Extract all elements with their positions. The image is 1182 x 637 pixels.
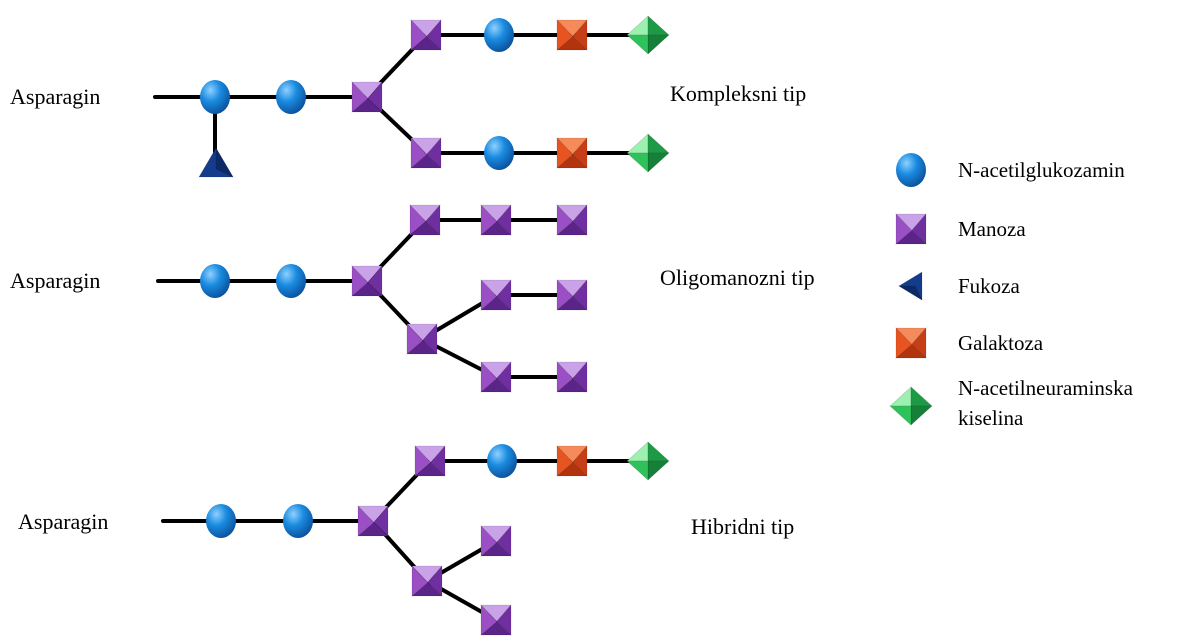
- n-acetylglucosamine-icon: [276, 264, 306, 298]
- n-acetylglucosamine-icon: [484, 18, 514, 52]
- legend-item-mannose: Manoza: [895, 213, 1026, 245]
- asparagin-label: Asparagin: [10, 268, 100, 293]
- galactose-icon: [895, 327, 927, 359]
- legend-label: N-acetilglukozamin: [958, 158, 1125, 182]
- type-label-complex: Kompleksni tip: [670, 81, 806, 106]
- mannose-icon: [480, 604, 512, 636]
- mannose-icon: [351, 265, 383, 297]
- legend-label-line2: kiselina: [958, 406, 1024, 430]
- type-label-hybrid: Hibridni tip: [691, 514, 794, 539]
- legend-item-fucose: Fukoza: [897, 271, 1021, 301]
- mannose-icon: [556, 204, 588, 236]
- mannose-icon: [480, 279, 512, 311]
- n-acetylglucosamine-icon: [283, 504, 313, 538]
- n-acetylglucosamine-icon: [896, 153, 926, 187]
- galactose-icon: [556, 19, 588, 51]
- mannose-icon: [351, 81, 383, 113]
- legend-label: Manoza: [958, 217, 1026, 241]
- sialic-acid-icon: [889, 386, 933, 426]
- mannose-icon: [406, 323, 438, 355]
- legend: N-acetilglukozamin Manoza Fukoza Galakto…: [889, 153, 1134, 430]
- mannose-icon: [414, 445, 446, 477]
- n-acetylglucosamine-icon: [200, 264, 230, 298]
- sialic-acid-icon: [626, 133, 670, 173]
- asparagin-label: Asparagin: [10, 84, 100, 109]
- legend-label: N-acetilneuraminska: [958, 376, 1134, 400]
- mannose-icon: [480, 204, 512, 236]
- fucose-icon: [897, 271, 923, 301]
- sialic-acid-icon: [626, 15, 670, 55]
- legend-label: Galaktoza: [958, 331, 1044, 355]
- mannose-icon: [357, 505, 389, 537]
- mannose-icon: [480, 361, 512, 393]
- type-label-oligomannose: Oligomanozni tip: [660, 265, 815, 290]
- fucose-icon: [198, 146, 234, 178]
- n-acetylglucosamine-icon: [487, 444, 517, 478]
- galactose-icon: [556, 137, 588, 169]
- legend-item-sialic-acid: N-acetilneuraminska kiselina: [889, 376, 1134, 430]
- asparagin-label: Asparagin: [18, 509, 108, 534]
- legend-label: Fukoza: [958, 274, 1021, 298]
- mannose-icon: [556, 279, 588, 311]
- mannose-icon: [895, 213, 927, 245]
- legend-item-galactose: Galaktoza: [895, 327, 1044, 359]
- mannose-icon: [411, 565, 443, 597]
- galactose-icon: [556, 445, 588, 477]
- n-acetylglucosamine-icon: [206, 504, 236, 538]
- mannose-icon: [409, 204, 441, 236]
- mannose-icon: [556, 361, 588, 393]
- n-acetylglucosamine-icon: [200, 80, 230, 114]
- mannose-icon: [480, 525, 512, 557]
- n-acetylglucosamine-icon: [484, 136, 514, 170]
- legend-item-n-acetylglucosamine: N-acetilglukozamin: [896, 153, 1125, 187]
- mannose-icon: [410, 19, 442, 51]
- sialic-acid-icon: [626, 441, 670, 481]
- structure-complex: Asparagin Kompleksni tip: [10, 15, 806, 178]
- n-acetylglucosamine-icon: [276, 80, 306, 114]
- structure-oligomannose: Asparagin Oligomanozni tip: [10, 204, 815, 393]
- mannose-icon: [410, 137, 442, 169]
- structure-hybrid: Asparagin Hibridni tip: [18, 441, 794, 636]
